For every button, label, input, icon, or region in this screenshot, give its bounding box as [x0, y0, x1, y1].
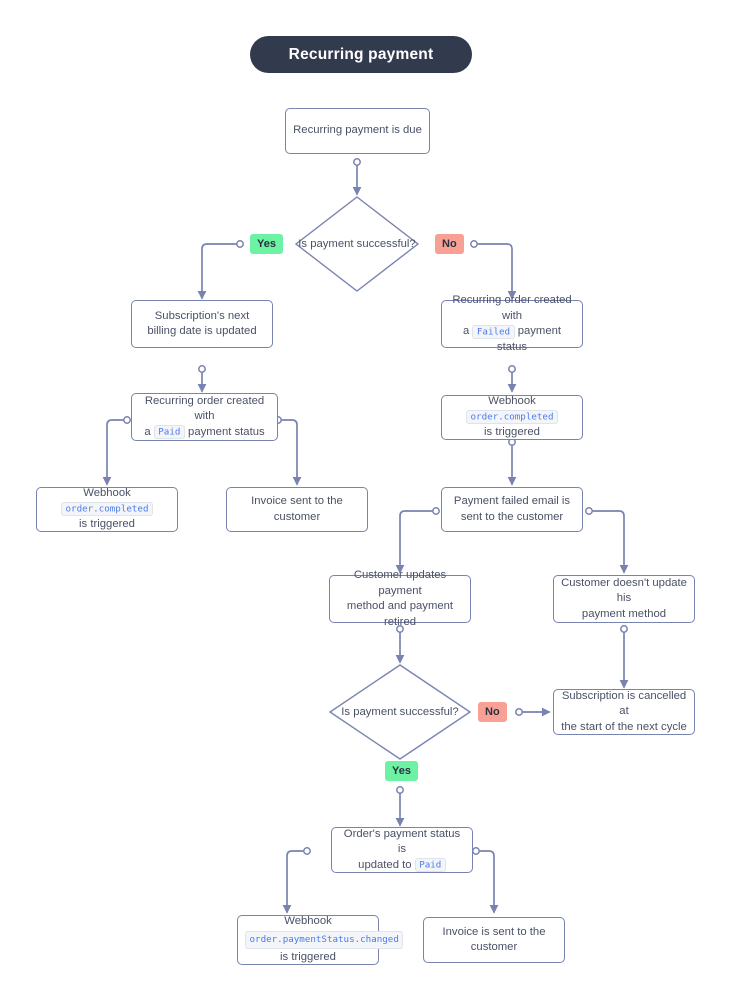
badge-yes-bottom: Yes — [385, 761, 418, 781]
node-line-1: Recurring order created with — [144, 394, 265, 423]
node-line-2: payment method — [581, 607, 667, 620]
node-line-3: is triggered — [280, 951, 336, 964]
node-line-2-pre: a — [462, 325, 470, 337]
node-line-2: the start of the next cycle — [561, 720, 687, 733]
node-customer-updates-payment-method[interactable]: Customer updates payment method and paym… — [329, 569, 471, 628]
node-subscription-cancelled[interactable]: Subscription is cancelled at the start o… — [553, 689, 695, 735]
code-token-order-completed: order.completed — [61, 502, 153, 517]
badge-yes-top-text: Yes — [257, 238, 276, 250]
node-line-2: method and payment retired — [346, 600, 454, 628]
diagram-title: Recurring payment — [250, 36, 472, 73]
node-webhook-payment-status-changed[interactable]: Webhook order.paymentStatus.changed is t… — [237, 915, 404, 965]
node-line-post: is triggered — [79, 518, 135, 531]
node-line-2: customer — [470, 941, 518, 953]
node-subscription-billing-updated[interactable]: Subscription's next billing date is upda… — [131, 300, 273, 348]
code-token-failed: Failed — [472, 324, 515, 339]
node-customer-no-update[interactable]: Customer doesn't update his payment meth… — [553, 575, 695, 623]
node-line-1: Subscription's next — [154, 309, 250, 322]
decision-is-payment-successful-2[interactable]: Is payment successful? — [328, 664, 472, 760]
node-recurring-payment-due[interactable]: Recurring payment is due — [285, 108, 430, 154]
node-line-1: Invoice is sent to the — [442, 925, 546, 938]
node-line-2-post: payment status — [188, 425, 265, 438]
node-line-2: billing date is updated — [147, 325, 257, 337]
node-order-payment-status-paid[interactable]: Order's payment status is updated to Pai… — [331, 827, 473, 873]
node-payment-failed-email[interactable]: Payment failed email is sent to the cust… — [441, 487, 583, 532]
node-line-2-pre: updated to — [358, 858, 412, 871]
node-line-2: customer — [273, 510, 321, 523]
node-label: Recurring payment is due — [293, 124, 422, 137]
node-line-1: Customer doesn't update his — [561, 576, 687, 605]
node-line-pre: Webhook — [488, 395, 536, 408]
node-line-1: Webhook — [284, 915, 332, 928]
node-line-2: sent to the customer — [460, 510, 564, 523]
node-webhook-order-completed-right[interactable]: Webhook order.completed is triggered — [441, 395, 583, 440]
badge-yes-bottom-text: Yes — [392, 765, 411, 777]
node-line-1: Subscription is cancelled at — [561, 689, 687, 718]
badge-no-top: No — [435, 234, 464, 254]
node-line-2-pre: a — [144, 425, 151, 438]
node-webhook-order-completed-left[interactable]: Webhook order.completed is triggered — [36, 487, 178, 532]
node-line-2-post: payment status — [496, 325, 562, 353]
code-token-paid: Paid — [414, 858, 446, 873]
node-line-post: is triggered — [484, 426, 540, 439]
decision-is-payment-successful-1[interactable]: Is payment successful? — [294, 196, 420, 292]
decision-label: Is payment successful? — [298, 237, 416, 250]
badge-yes-top: Yes — [250, 234, 283, 254]
node-invoice-is-sent-to-customer[interactable]: Invoice is sent to the customer — [423, 917, 565, 963]
node-recurring-order-failed[interactable]: Recurring order created with a Failed pa… — [441, 294, 583, 353]
code-token-order-completed: order.completed — [466, 410, 558, 425]
diagram-title-text: Recurring payment — [288, 45, 434, 63]
decision-label: Is payment successful? — [341, 705, 459, 718]
node-line-1: Order's payment status is — [343, 827, 461, 856]
node-line-1: Recurring order created with — [452, 294, 572, 322]
badge-no-bottom: No — [478, 702, 507, 722]
node-invoice-sent-to-customer[interactable]: Invoice sent to the customer — [226, 487, 368, 532]
code-token-paid: Paid — [153, 425, 185, 440]
code-token-order-payment-status-changed: order.paymentStatus.changed — [245, 930, 404, 950]
node-line-1: Customer updates payment — [353, 569, 447, 597]
badge-no-bottom-text: No — [485, 706, 500, 718]
badge-no-top-text: No — [442, 238, 457, 250]
node-line-1: Invoice sent to the — [251, 495, 343, 507]
node-line-1: Payment failed email is — [453, 495, 571, 507]
node-recurring-order-paid[interactable]: Recurring order created with a Paid paym… — [131, 393, 278, 441]
node-line-pre: Webhook — [83, 487, 131, 500]
